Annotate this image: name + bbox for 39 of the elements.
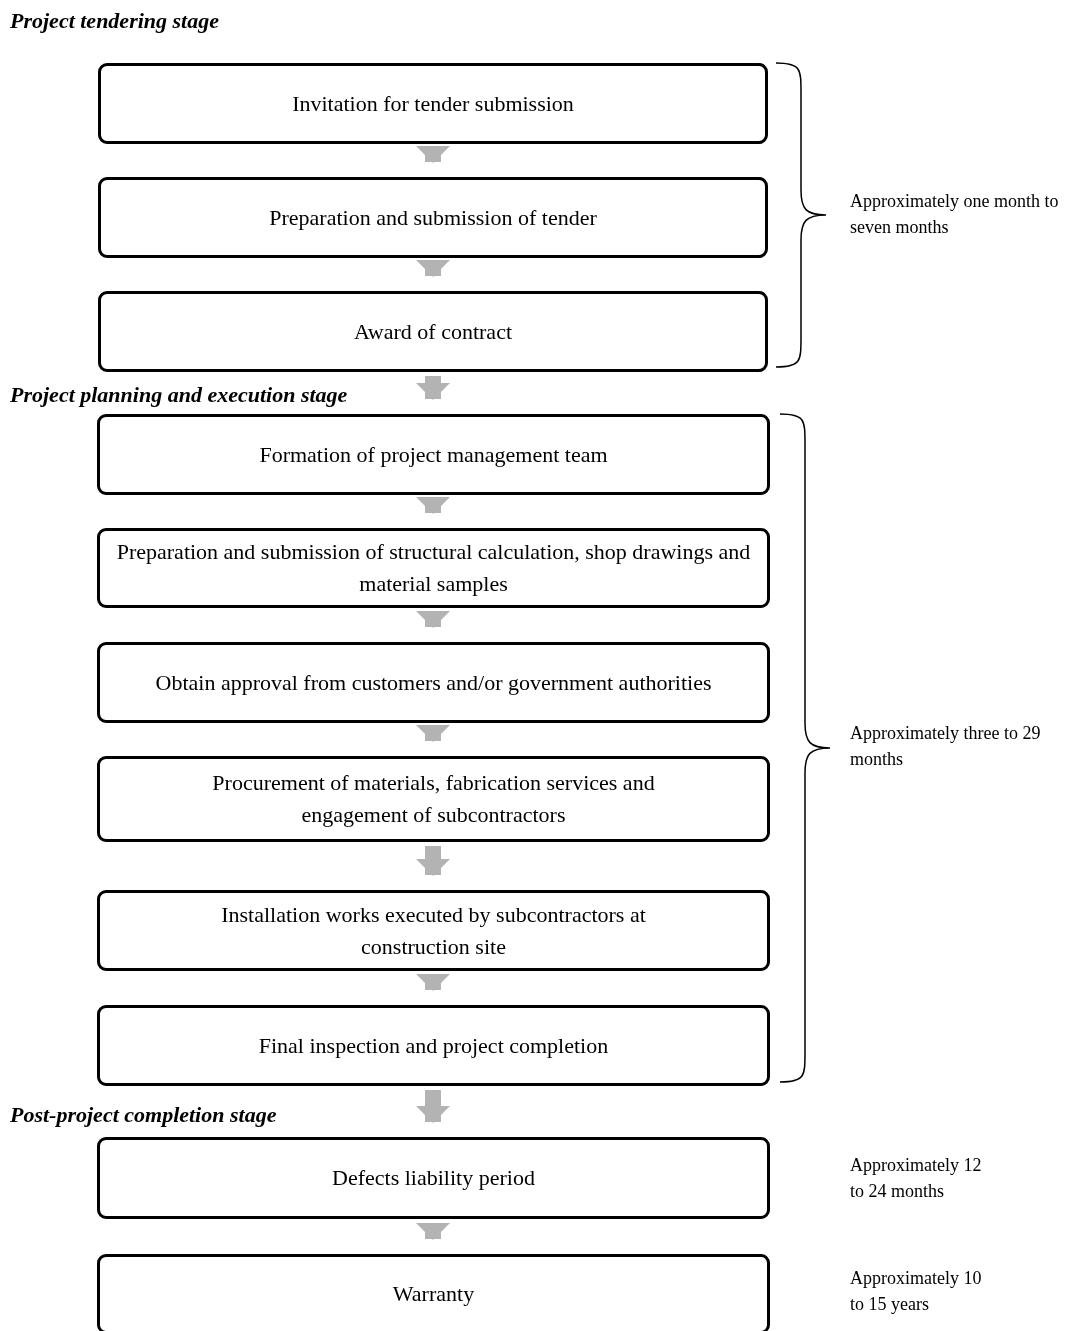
arrow [416, 1090, 450, 1123]
process-box [98, 291, 768, 372]
step-text: Formation of project management team [259, 440, 608, 469]
process-box [97, 756, 770, 842]
process-box [97, 1005, 770, 1086]
duration-note: Approximately three to 29 months [850, 722, 1042, 771]
arrow [416, 846, 450, 876]
process-box [97, 528, 770, 608]
step-text: Award of contract [354, 317, 512, 346]
step-text: Installation works executed by subcontractors at construction site [220, 900, 647, 961]
duration-note: Approximately 10 to 15 years [850, 1267, 983, 1316]
process-box [98, 63, 768, 144]
arrow [416, 497, 450, 514]
arrow [416, 974, 450, 991]
arrow [416, 260, 450, 277]
duration-note: Approximately one month to seven months [850, 190, 1060, 239]
step-text: Invitation for tender submission [292, 89, 574, 118]
stage-heading: Project tendering stage [10, 8, 219, 34]
process-box [97, 642, 770, 723]
process-box [98, 177, 768, 258]
arrow [416, 146, 450, 163]
process-box [97, 1254, 770, 1331]
step-text: Procurement of materials, fabrication services and engagement of subcontractors [211, 769, 656, 829]
step-text: Preparation and submission of tender [269, 203, 597, 232]
process-box [97, 1137, 770, 1219]
step-text: Warranty [392, 1280, 475, 1308]
arrow [416, 611, 450, 628]
arrow [416, 725, 450, 742]
step-text: Final inspection and project completion [258, 1031, 609, 1060]
stage-heading: Project planning and execution stage [10, 382, 348, 408]
step-text: Defects liability period [332, 1164, 535, 1192]
step-text: Preparation and submission of structural calculation, shop drawings and material samples [115, 538, 752, 598]
stage-heading: Post-project completion stage [10, 1102, 277, 1128]
duration-note: Approximately 12 to 24 months [850, 1154, 983, 1203]
step-text: Obtain approval from customers and/or government authorities [155, 668, 712, 697]
arrow [416, 1223, 450, 1240]
process-box [97, 890, 770, 971]
process-box [97, 414, 770, 495]
arrow [416, 376, 450, 400]
